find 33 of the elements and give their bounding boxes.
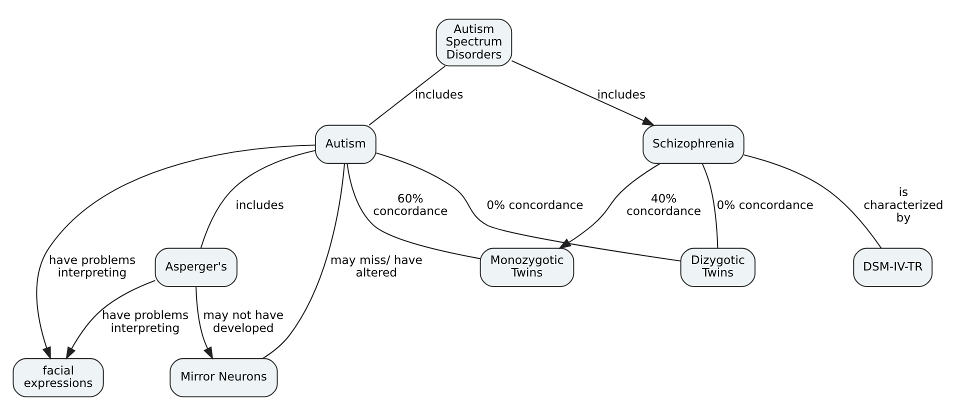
node-box: DSM-IV-TR (853, 247, 933, 286)
connector (744, 154, 882, 248)
node-box: Mirror Neurons (170, 358, 278, 397)
connector (368, 65, 446, 125)
arrow (196, 286, 214, 360)
edge-label: may miss/ have altered (330, 252, 422, 280)
edge-label: includes (414, 87, 464, 102)
node-box: Schizophrenia (642, 124, 744, 164)
arrow (512, 60, 656, 126)
edge-label: includes (236, 197, 284, 212)
edge-label: 0% concordance (716, 197, 814, 212)
connector (200, 149, 316, 248)
connector (702, 162, 718, 248)
connector (262, 162, 346, 358)
node-box: Dizygotic Twins (680, 247, 756, 286)
edge-label: 40% concordance (626, 190, 702, 218)
node-box: facial expressions (12, 358, 104, 397)
edge-label: 60% concordance (373, 190, 448, 218)
edge-label: includes (597, 87, 646, 102)
node-box: Autism (314, 124, 376, 164)
edge-label: may not have developed (203, 308, 284, 334)
arrow (66, 280, 156, 360)
edge-label: have problems interpreting (102, 308, 189, 334)
connector (376, 152, 681, 262)
node-box: Monozygotic Twins (480, 247, 574, 286)
node-box: Autism Spectrum Disorders (436, 18, 512, 66)
arrow (558, 162, 660, 249)
edge-label: is characterized by (864, 184, 944, 224)
edge-label: 0% concordance (486, 197, 584, 212)
edge-label: have problems interpreting (48, 252, 136, 280)
connector (346, 162, 480, 259)
arrow (36, 144, 316, 360)
node-box: Asperger's (154, 247, 238, 286)
